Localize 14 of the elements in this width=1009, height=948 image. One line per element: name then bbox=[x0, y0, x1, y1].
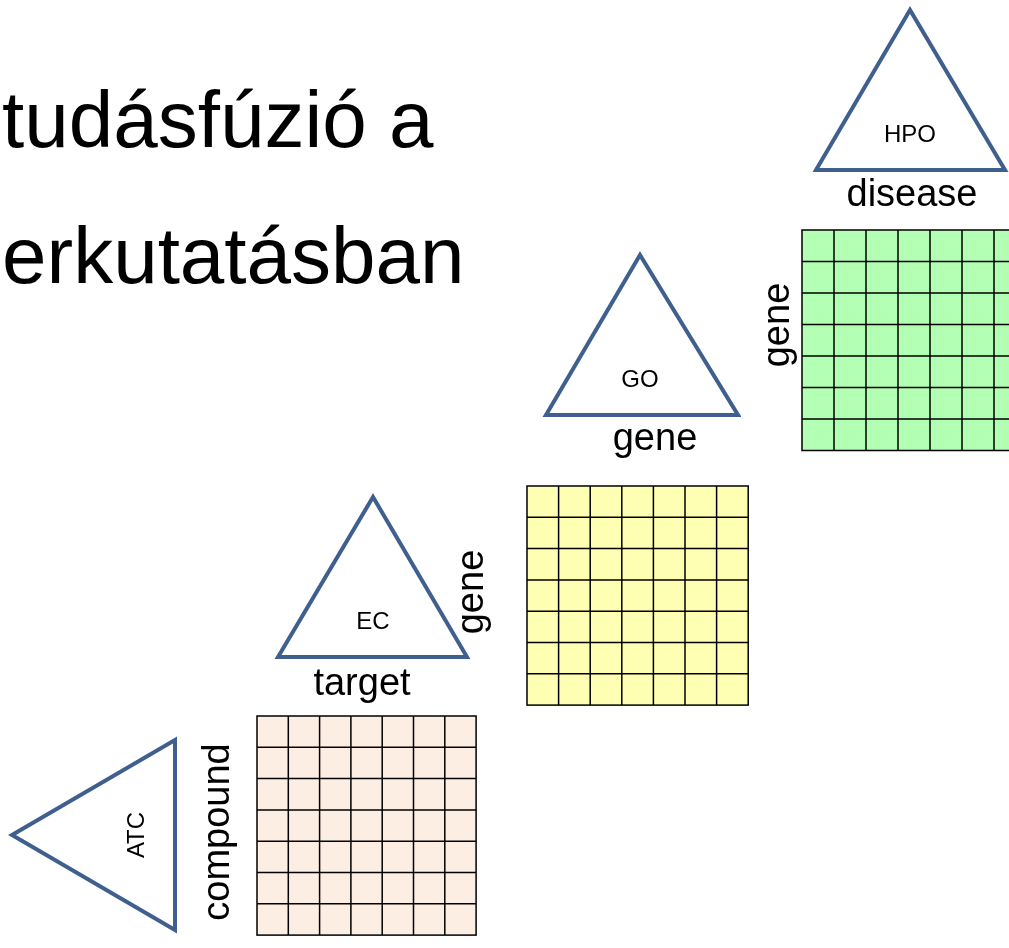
node-label: ATC bbox=[122, 811, 150, 859]
triangle-node bbox=[542, 251, 741, 419]
title: tudásfúzió a erkutatásban bbox=[2, 74, 466, 302]
triangle-node bbox=[812, 6, 1009, 174]
axis-label: gene bbox=[612, 415, 698, 459]
axis-label: disease bbox=[846, 171, 978, 215]
axis-label: gene bbox=[448, 549, 492, 635]
triangle-node bbox=[8, 736, 179, 934]
axis-label: compound bbox=[194, 743, 238, 921]
node-label: EC bbox=[356, 607, 390, 635]
node-label: HPO bbox=[884, 120, 936, 148]
node-label: GO bbox=[621, 365, 659, 393]
axis-label: target bbox=[313, 660, 411, 704]
axis-label: gene bbox=[754, 282, 798, 368]
